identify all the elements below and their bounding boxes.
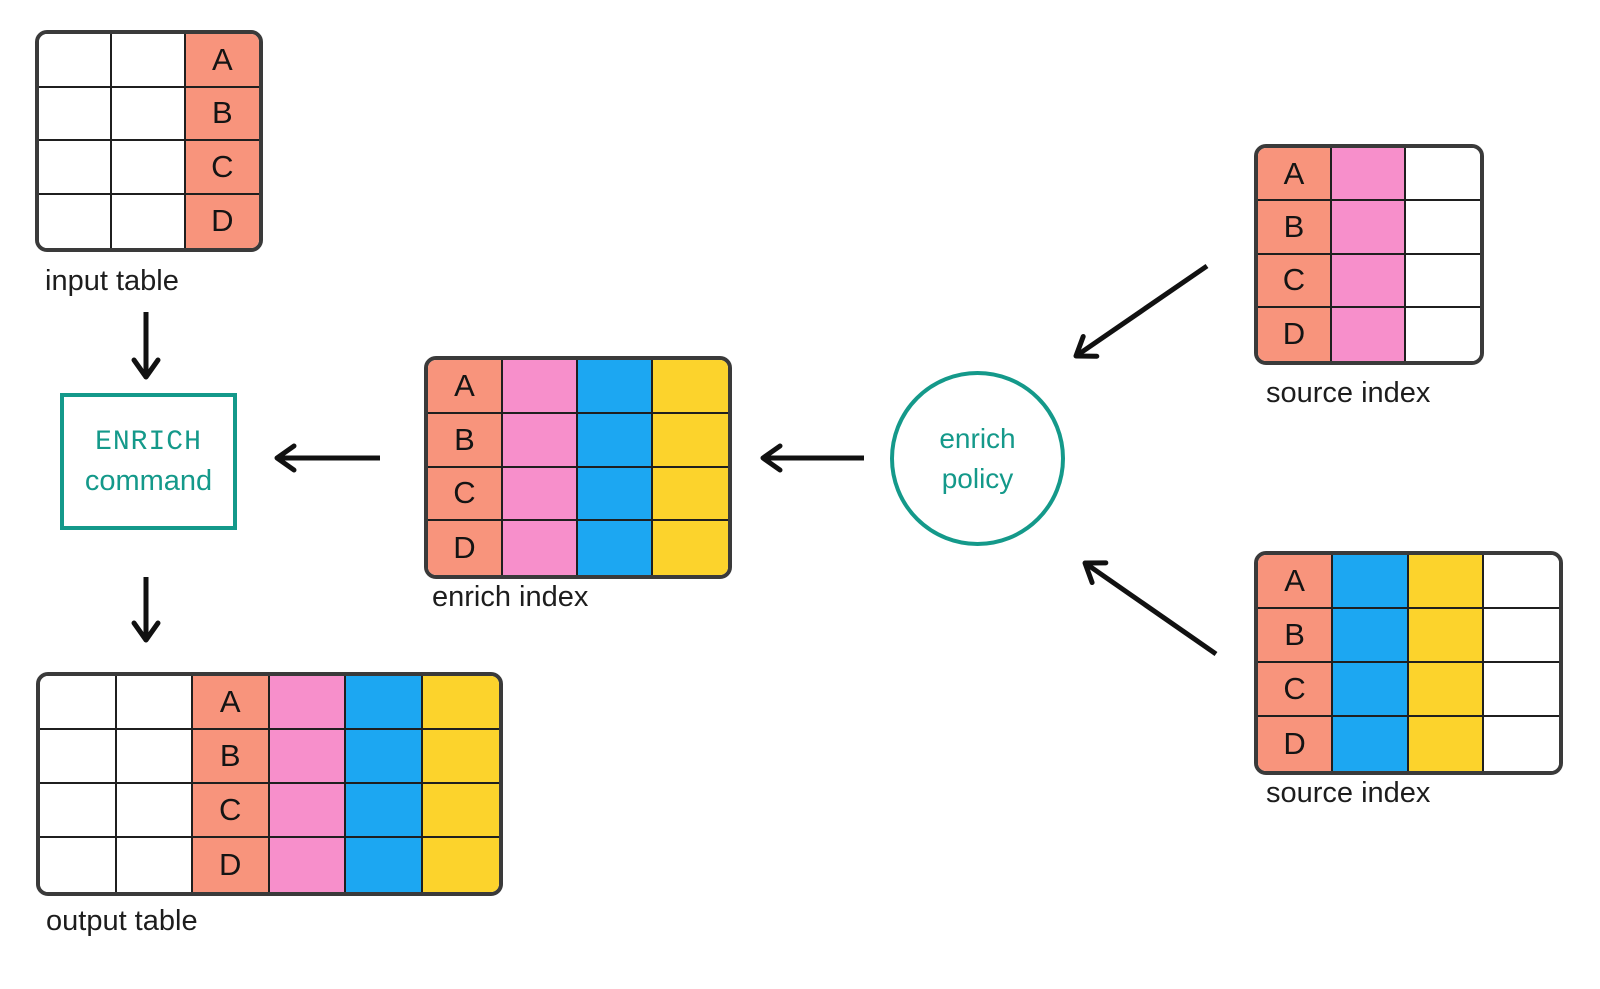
source-index-top-label: source index [1266,377,1431,409]
table-cell [1333,555,1409,609]
table-cell [112,34,186,88]
table-cell [1332,148,1406,202]
arrow-source-bottom-to-policy-icon [1082,560,1218,657]
table-cell [1333,609,1409,663]
table-cell [39,87,113,141]
enrich-policy-circle: enrich policy [890,371,1065,546]
table-cell: A [1258,148,1332,202]
table-cell [1408,555,1484,609]
enrich-command-word: command [84,464,213,497]
table-cell [1406,254,1480,308]
table-cell: D [1258,307,1332,361]
source-index-bottom-label: source index [1266,777,1431,809]
enrich-policy-word1: enrich [939,422,1016,454]
table-cell [346,784,423,838]
table-cell [39,141,113,195]
table-cell: A [428,360,503,414]
table-cell [1483,663,1559,717]
enrich-policy-word2: policy [941,462,1014,494]
table-cell [40,838,117,892]
table-cell [503,413,578,468]
table-cell [40,676,117,730]
table-cell: C [428,467,503,522]
table-cell: B [428,413,503,468]
table-cell [578,467,653,522]
table-cell: D [428,521,503,575]
table-cell [112,87,186,141]
table-cell: B [193,730,270,784]
table-cell [1332,201,1406,255]
table-cell [346,838,423,892]
enrich-command-keyword: ENRICH [95,426,202,458]
table-cell: D [1258,717,1334,771]
table-cell [653,467,728,522]
table-cell [503,467,578,522]
table-cell: B [185,87,259,141]
input-table-label: input table [45,265,179,297]
table-cell [1483,717,1559,771]
table-cell [578,360,653,414]
table-cell [1408,609,1484,663]
table-cell: C [1258,663,1334,717]
table-cell [503,360,578,414]
table-cell: A [185,34,259,88]
table-cell [39,34,113,88]
table-cell [1332,307,1406,361]
table-cell: C [1258,254,1332,308]
enrich-index-label: enrich index [432,581,589,613]
table-cell [269,676,346,730]
table-cell [422,730,499,784]
table-cell [269,730,346,784]
table-cell [653,360,728,414]
table-cell: A [193,676,270,730]
table-cell [116,730,193,784]
table-cell [422,784,499,838]
table-cell [1408,717,1484,771]
table-cell [653,521,728,575]
table-cell [346,730,423,784]
enrich-command-box: ENRICH command [60,393,237,530]
table-cell [346,676,423,730]
table-cell: D [185,194,259,248]
table-cell [1406,148,1480,202]
table-cell [653,413,728,468]
table-cell [1406,201,1480,255]
table-cell [1483,609,1559,663]
table-cell [1483,555,1559,609]
table-cell [112,141,186,195]
table-cell [116,784,193,838]
table-cell: D [193,838,270,892]
table-cell: C [185,141,259,195]
table-cell [1406,307,1480,361]
table-cell [1332,254,1406,308]
table-cell [269,838,346,892]
table-cell: B [1258,201,1332,255]
table-cell [503,521,578,575]
table-cell [112,194,186,248]
table-cell [1333,717,1409,771]
table-cell [1408,663,1484,717]
table-cell [116,838,193,892]
table-cell [269,784,346,838]
table-cell [578,521,653,575]
arrow-source-top-to-policy-icon [1073,263,1209,359]
table-cell [40,730,117,784]
table-cell [422,676,499,730]
table-cell: C [193,784,270,838]
table-cell [39,194,113,248]
table-cell [40,784,117,838]
table-cell [578,413,653,468]
table-cell [1333,663,1409,717]
output-table-label: output table [46,905,198,937]
table-cell: A [1258,555,1334,609]
table-cell [116,676,193,730]
table-cell [422,838,499,892]
table-cell: B [1258,609,1334,663]
